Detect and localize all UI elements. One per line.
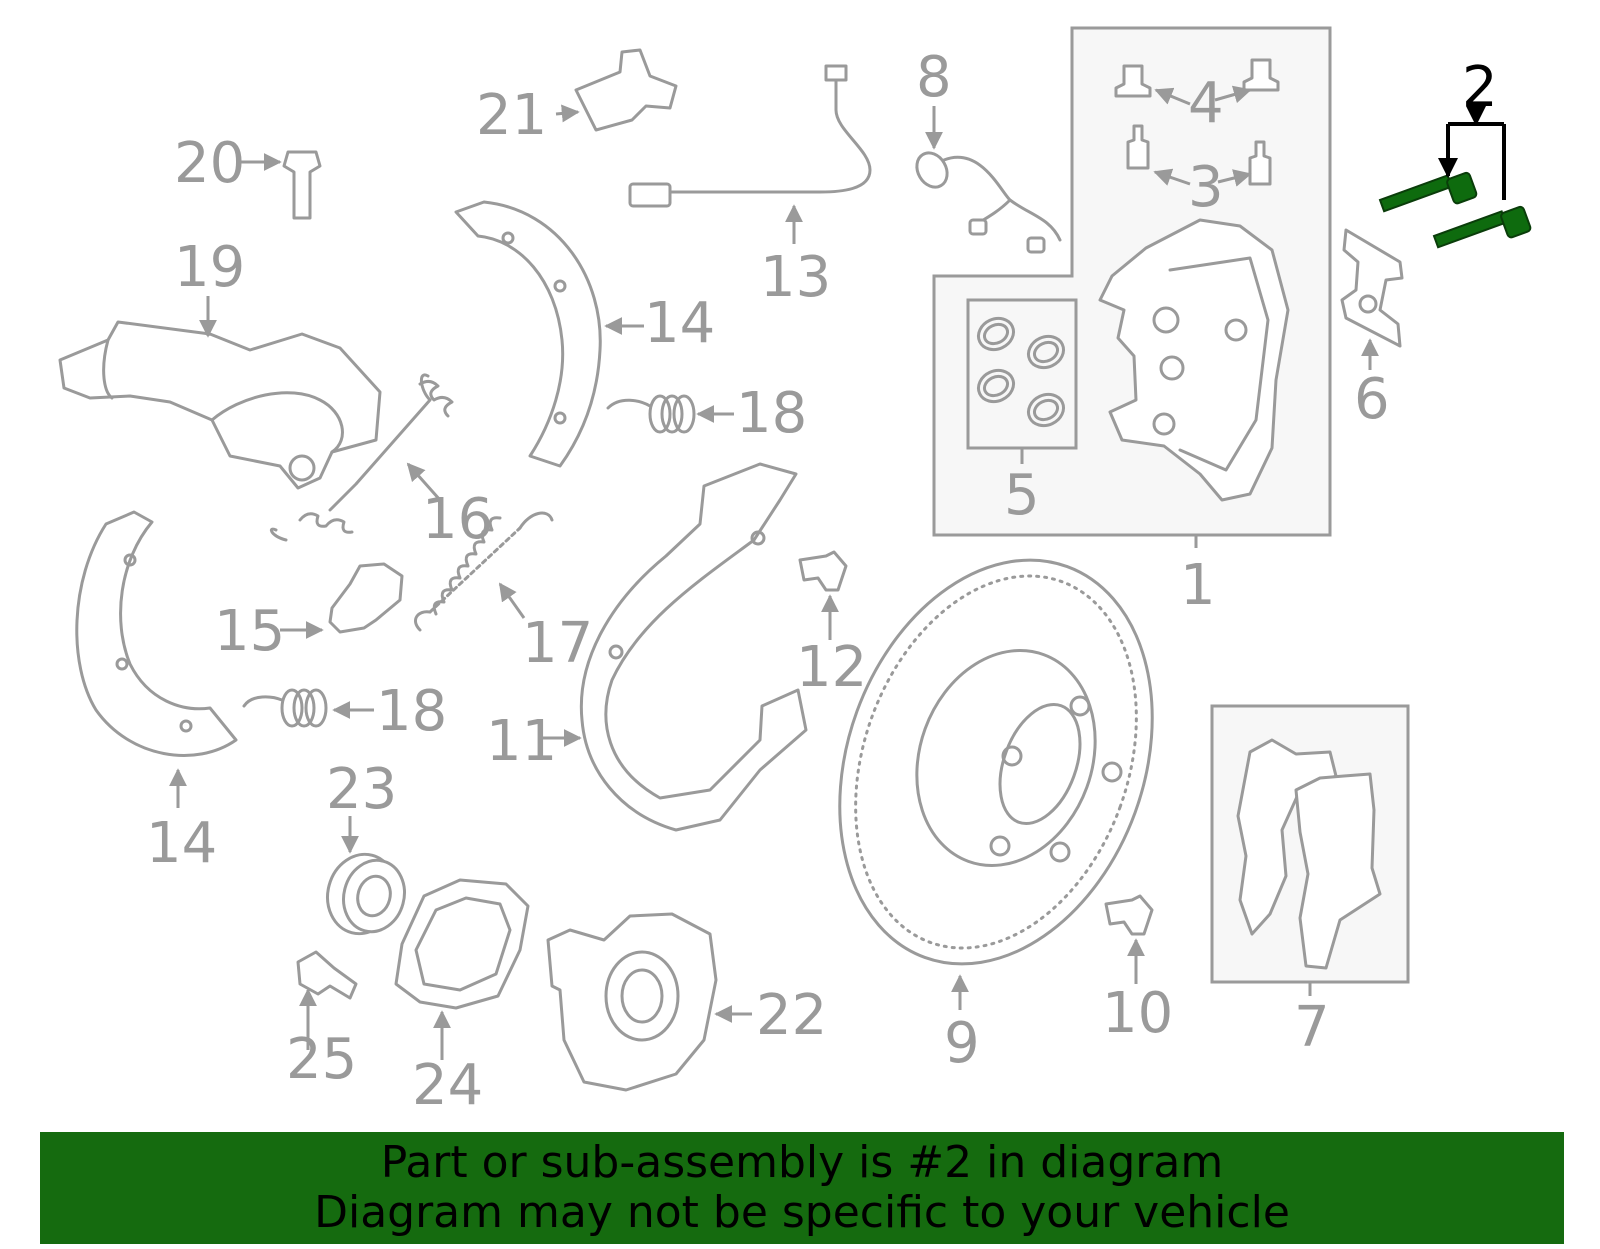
adjuster-spring-part-16[interactable]: [269, 373, 454, 542]
callout-5: 5: [1004, 463, 1040, 528]
callout-10: 10: [1102, 981, 1173, 1046]
brake-shoe-lower-part-14[interactable]: [75, 510, 238, 808]
hold-down-spring-upper-part-18[interactable]: [606, 394, 734, 434]
callout-13: 13: [760, 245, 831, 310]
shim-plate-part-6[interactable]: [1340, 228, 1404, 370]
callout-9: 9: [944, 1011, 980, 1076]
brake-rotor-part-9[interactable]: [786, 516, 1206, 1010]
callout-19: 19: [174, 235, 245, 300]
callout-7: 7: [1294, 995, 1330, 1060]
callout-4: 4: [1188, 71, 1224, 136]
guide-pins-part-3[interactable]: [1126, 124, 1272, 187]
bolt-part-25[interactable]: [296, 950, 358, 1050]
callout-1: 1: [1180, 553, 1216, 618]
callout-6: 6: [1354, 367, 1390, 432]
callout-2: 2: [1462, 55, 1498, 120]
wheel-bearing-part-23[interactable]: [319, 816, 412, 941]
screw-part-12[interactable]: [798, 550, 848, 640]
callout-11: 11: [486, 709, 557, 774]
callout-18-upper: 18: [736, 381, 807, 446]
callout-12: 12: [796, 635, 867, 700]
banner-line-disclaimer: Diagram may not be specific to your vehi…: [314, 1187, 1290, 1238]
banner-line-part-info: Part or sub-assembly is #2 in diagram: [380, 1137, 1224, 1188]
callout-20: 20: [174, 131, 245, 196]
callout-8: 8: [916, 45, 952, 110]
brake-parts-diagram: 1 2 3 4 5 6 7 8 9 10 11 12 13 14 14 15 1…: [58, 26, 1532, 1118]
brake-hose-part-13[interactable]: [628, 64, 872, 244]
brake-pads-part-7[interactable]: [1236, 738, 1382, 996]
callout-16: 16: [422, 487, 493, 552]
callout-3: 3: [1188, 155, 1224, 220]
callout-25: 25: [286, 1027, 357, 1092]
callout-22: 22: [756, 983, 827, 1048]
screw-part-10[interactable]: [1104, 894, 1154, 984]
callout-18-lower: 18: [376, 679, 447, 744]
caliper-body-part-1[interactable]: [1098, 218, 1290, 548]
callout-24: 24: [412, 1053, 483, 1118]
hub-carrier-part-22[interactable]: [546, 912, 752, 1092]
speed-sensor-part-21[interactable]: [555, 48, 678, 132]
return-spring-part-17[interactable]: [414, 511, 554, 632]
seal-rings-part-5[interactable]: [973, 313, 1068, 464]
callout-17: 17: [522, 611, 593, 676]
callout-14-upper: 14: [644, 291, 715, 356]
callout-14-lower: 14: [146, 811, 217, 876]
parking-brake-actuator-part-19[interactable]: [58, 296, 382, 490]
caliper-bolts-part-2[interactable]: [1378, 112, 1532, 249]
brake-shoe-upper-part-14[interactable]: [454, 200, 644, 468]
info-banner: Part or sub-assembly is #2 in diagram Di…: [40, 1132, 1564, 1244]
callout-21: 21: [476, 83, 547, 148]
adjuster-part-15[interactable]: [280, 562, 404, 639]
wear-sensor-part-8[interactable]: [911, 106, 1062, 254]
seal-kit-box: [966, 298, 1078, 450]
callout-23: 23: [326, 757, 397, 822]
hold-down-spring-lower-part-18[interactable]: [242, 688, 374, 728]
gasket-part-24[interactable]: [394, 878, 530, 1060]
bolt-part-20[interactable]: [240, 150, 322, 220]
callout-15: 15: [214, 599, 285, 664]
dust-shield-part-11[interactable]: [540, 462, 808, 832]
guide-caps-part-4[interactable]: [1114, 58, 1280, 106]
